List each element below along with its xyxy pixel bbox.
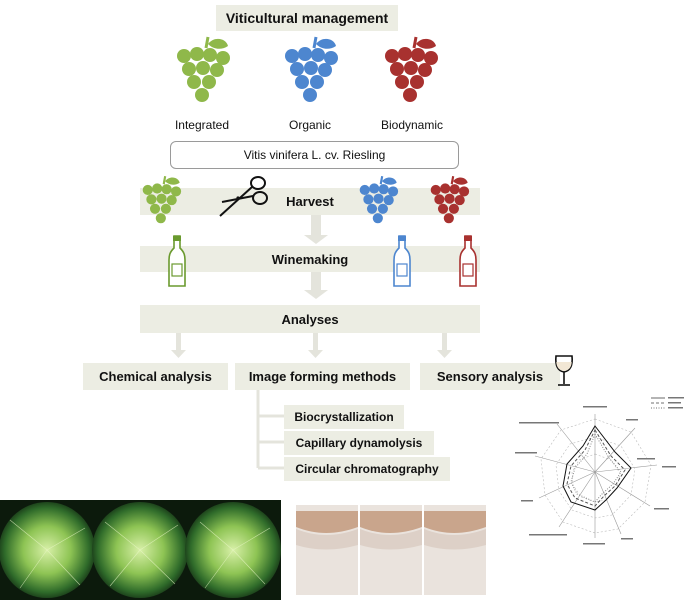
- analyses-box: Analyses: [140, 305, 480, 333]
- title-text: Viticultural management: [225, 10, 389, 26]
- management-label-biodynamic: Biodynamic: [380, 118, 444, 132]
- bottle-icon: [168, 235, 186, 287]
- analyses-label: Analyses: [281, 311, 339, 327]
- grape-icon: [142, 175, 182, 224]
- method-biocrystallization: Biocrystallization: [284, 405, 404, 429]
- harvest-label: Harvest: [286, 194, 334, 209]
- method-label: Circular chromatography: [295, 462, 439, 476]
- harvest-box: Harvest: [140, 188, 480, 215]
- management-label-organic: Organic: [288, 118, 332, 132]
- grape-icon: [430, 175, 470, 224]
- management-label-integrated: Integrated: [174, 118, 230, 132]
- grape-icon: [359, 175, 399, 224]
- capillary-dynamolysis-images: [296, 505, 486, 595]
- method-circular-chromatography: Circular chromatography: [284, 457, 450, 481]
- biocrystallization-images: [0, 500, 281, 600]
- bottle-icon: [459, 235, 477, 287]
- variety-text: Vitis vinifera L. cv. Riesling: [243, 148, 386, 162]
- title-box: Viticultural management: [216, 5, 398, 31]
- method-capillary-dynamolysis: Capillary dynamolysis: [284, 431, 434, 455]
- sensory-analysis-label: Sensory analysis: [436, 369, 544, 384]
- scissors-icon: [219, 176, 268, 217]
- chemical-analysis-label: Chemical analysis: [99, 369, 212, 384]
- variety-box: Vitis vinifera L. cv. Riesling: [170, 141, 459, 169]
- method-label: Capillary dynamolysis: [295, 436, 423, 450]
- bottle-icon: [393, 235, 411, 287]
- sensory-radar-chart: [515, 397, 684, 545]
- image-forming-box: Image forming methods: [235, 363, 410, 390]
- method-label: Biocrystallization: [294, 410, 394, 424]
- grape-icon: [385, 36, 438, 102]
- wine-glass-icon: [555, 355, 573, 386]
- sensory-analysis-box: Sensory analysis: [420, 363, 560, 390]
- chemical-analysis-box: Chemical analysis: [83, 363, 228, 390]
- grape-icon: [177, 36, 230, 102]
- image-forming-label: Image forming methods: [248, 369, 397, 384]
- winemaking-label: Winemaking: [271, 251, 349, 267]
- grape-icon: [285, 36, 338, 102]
- winemaking-box: Winemaking: [140, 246, 480, 272]
